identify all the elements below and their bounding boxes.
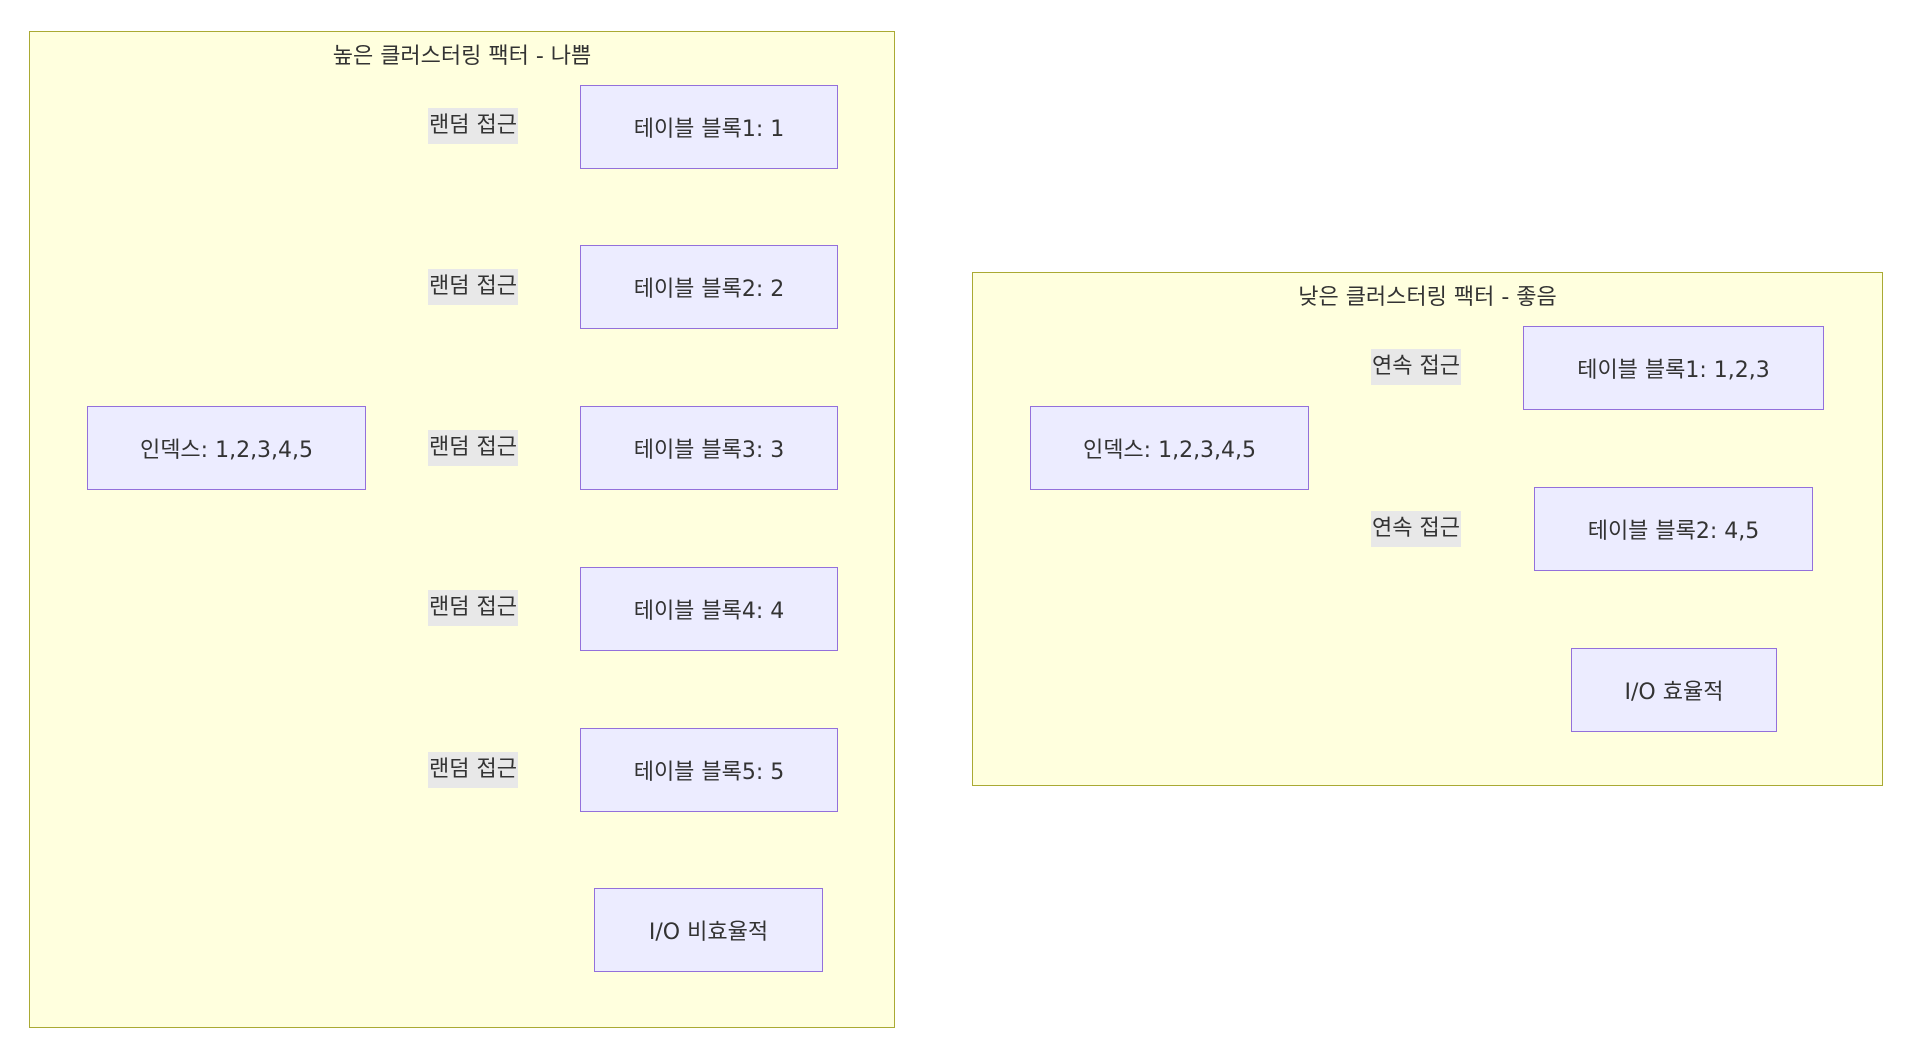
- cluster-high-clustering: 높은 클러스터링 팩터 - 나쁨: [29, 31, 895, 1028]
- edge-label-sequential-1: 연속 접근: [1371, 349, 1461, 385]
- cluster-title-high: 높은 클러스터링 팩터 - 나쁨: [332, 44, 592, 69]
- table-block-1-low: 테이블 블록1: 1,2,3: [1523, 326, 1824, 410]
- table-block-1: 테이블 블록1: 1: [580, 85, 838, 169]
- edge-label-random-5: 랜덤 접근: [428, 752, 518, 788]
- edge-label-sequential-2: 연속 접근: [1371, 511, 1461, 547]
- edge-label-random-1: 랜덤 접근: [428, 108, 518, 144]
- index-node-high: 인덱스: 1,2,3,4,5: [87, 406, 366, 490]
- io-inefficient-node: I/O 비효율적: [594, 888, 823, 972]
- table-block-2: 테이블 블록2: 2: [580, 245, 838, 329]
- table-block-3: 테이블 블록3: 3: [580, 406, 838, 490]
- table-block-2-low: 테이블 블록2: 4,5: [1534, 487, 1813, 571]
- io-efficient-node: I/O 효율적: [1571, 648, 1777, 732]
- cluster-title-low: 낮은 클러스터링 팩터 - 좋음: [1298, 285, 1557, 310]
- table-block-4: 테이블 블록4: 4: [580, 567, 838, 651]
- index-node-low: 인덱스: 1,2,3,4,5: [1030, 406, 1309, 490]
- table-block-5: 테이블 블록5: 5: [580, 728, 838, 812]
- edge-label-random-4: 랜덤 접근: [428, 590, 518, 626]
- edge-label-random-3: 랜덤 접근: [428, 430, 518, 466]
- edge-label-random-2: 랜덤 접근: [428, 269, 518, 305]
